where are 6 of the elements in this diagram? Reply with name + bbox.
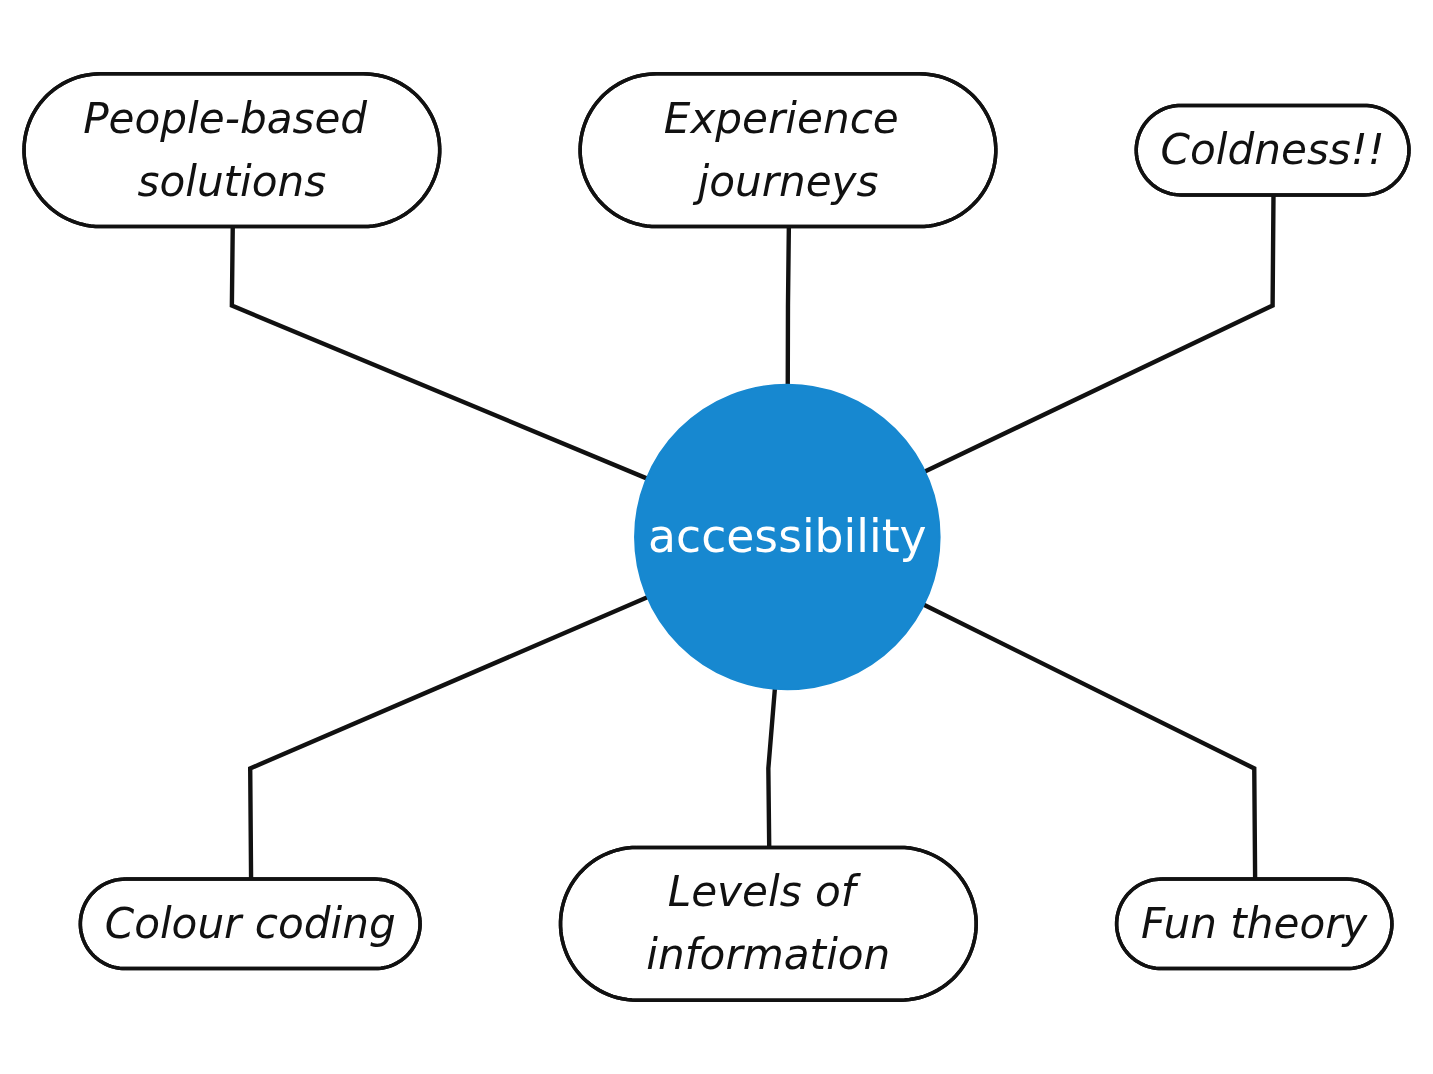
connector [229, 227, 648, 481]
connector [248, 595, 649, 880]
node-circle: accessibility [634, 383, 941, 691]
connector [922, 602, 1258, 880]
connector [785, 227, 792, 385]
connector [923, 195, 1276, 474]
